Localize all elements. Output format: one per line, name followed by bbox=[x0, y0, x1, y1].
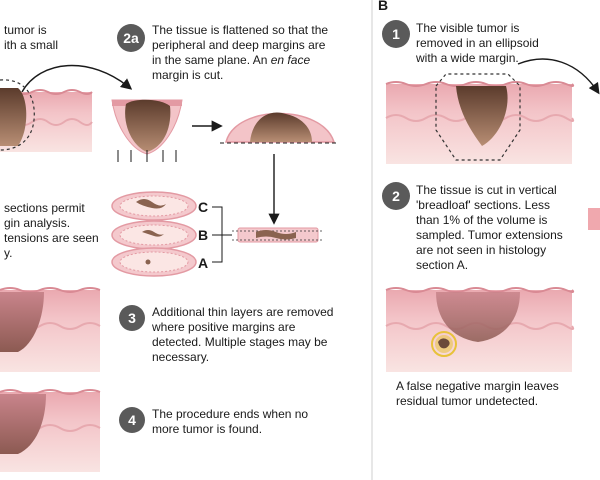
left-step3-badge: 3 bbox=[119, 305, 145, 331]
left-step3-line-3: detected. Multiple stages may be bbox=[152, 335, 328, 349]
layer-c-disc bbox=[111, 191, 197, 221]
residual-tumor-fragment bbox=[438, 338, 450, 349]
left-step2b-line-3: tensions are seen bbox=[4, 231, 99, 245]
right-residual-skin bbox=[385, 287, 575, 372]
left-step2a-line-3-italic: en face bbox=[271, 53, 311, 67]
left-step3-line-1: Additional thin layers are removed bbox=[152, 305, 333, 319]
left-excised-specimen bbox=[111, 99, 183, 162]
layer-a-label: A bbox=[198, 255, 208, 271]
panel-b-label: B bbox=[378, 0, 388, 13]
left-flattened-specimen bbox=[220, 112, 338, 144]
right-excision-cavity bbox=[436, 292, 520, 342]
left-step2b-line-1: sections permit bbox=[4, 201, 85, 215]
left-step3-text: Additional thin layers are removed where… bbox=[151, 305, 333, 364]
right-step2-badge: 2 bbox=[382, 182, 410, 210]
right-step2-text: The tissue is cut in vertical 'breadloaf… bbox=[416, 183, 563, 272]
right-caption-line-2: residual tumor undetected. bbox=[396, 394, 538, 408]
right-step1-badge-number: 1 bbox=[392, 26, 400, 42]
left-step4-pit bbox=[0, 394, 46, 454]
left-step2a-badge-number: 2a bbox=[123, 30, 139, 46]
left-step2a-line-3-start: in the same plane. An bbox=[152, 53, 271, 67]
left-step3-pit bbox=[0, 292, 44, 352]
left-step2a-badge: 2a bbox=[117, 24, 145, 52]
right-panel-b: B 1 The visible tumor is removed in an e… bbox=[378, 0, 600, 408]
right-step2-line-3: than 1% of the volume is bbox=[416, 213, 547, 227]
right-step2-line-5: are not seen in histology bbox=[416, 243, 546, 257]
right-caption-line-1: A false negative margin leaves bbox=[396, 379, 559, 393]
left-step4-badge-number: 4 bbox=[128, 412, 136, 428]
right-step1-line-2: removed in an ellipsoid bbox=[416, 36, 539, 50]
right-step1-tumor bbox=[456, 86, 508, 146]
layer-b-disc bbox=[111, 220, 197, 250]
left-step4-line-1: The procedure ends when no bbox=[152, 407, 308, 421]
left-step4-line-2: more tumor is found. bbox=[152, 422, 262, 436]
right-step2-line-6: section A. bbox=[416, 258, 468, 272]
right-step2-line-4: sampled. Tumor extensions bbox=[416, 228, 563, 242]
right-ellipsoid-outline bbox=[435, 73, 521, 161]
right-step2-badge-number: 2 bbox=[392, 188, 400, 204]
left-step4-text: The procedure ends when no more tumor is… bbox=[152, 407, 308, 436]
left-step2a-line-4: margin is cut. bbox=[152, 68, 223, 82]
left-step3-line-4: necessary. bbox=[152, 350, 209, 364]
left-step2a-line-3: in the same plane. An en face bbox=[152, 53, 310, 67]
left-step2b-line-2: gin analysis. bbox=[4, 216, 70, 230]
layer-b-label: B bbox=[198, 227, 208, 243]
left-step2b-line-4: y. bbox=[4, 246, 12, 260]
left-panel: tumor is ith a small 2a The tissue is fl… bbox=[0, 23, 338, 472]
layer-c-label: C bbox=[198, 199, 208, 215]
left-step4-skin bbox=[0, 389, 101, 472]
right-step1-badge: 1 bbox=[382, 20, 410, 48]
left-step2a-line-2: peripheral and deep margins are bbox=[152, 38, 326, 52]
left-curved-arrow bbox=[21, 64, 133, 93]
left-step1-line-2: ith a small bbox=[4, 38, 58, 52]
left-en-face-slice bbox=[232, 227, 322, 243]
left-stacked-layers: C B A bbox=[111, 191, 232, 277]
left-step1-tumor bbox=[0, 88, 27, 146]
right-step2-line-2: 'breadloaf' sections. Less bbox=[416, 198, 550, 212]
left-step1-line-1: tumor is bbox=[4, 23, 47, 37]
layer-a-disc bbox=[111, 247, 197, 277]
left-step2a-text: The tissue is flattened so that the peri… bbox=[152, 23, 328, 82]
left-step2b-text: sections permit gin analysis. tensions a… bbox=[4, 201, 99, 260]
left-step2a-line-1: The tissue is flattened so that the bbox=[152, 23, 328, 37]
left-step4-badge: 4 bbox=[119, 407, 145, 433]
right-step1-text: The visible tumor is removed in an ellip… bbox=[415, 21, 539, 65]
residual-tumor-highlight bbox=[431, 331, 457, 357]
right-step1-skin bbox=[385, 73, 575, 164]
right-step1-line-3: with a wide margin. bbox=[415, 51, 519, 65]
left-step1-text: tumor is ith a small bbox=[4, 23, 58, 52]
left-step1-skin bbox=[0, 79, 93, 152]
left-step3-skin bbox=[0, 287, 101, 372]
right-step1-line-1: The visible tumor is bbox=[416, 21, 519, 35]
right-edge-tissue-slab bbox=[588, 208, 600, 230]
right-curved-arrow bbox=[517, 58, 600, 95]
left-step1-excision-outline bbox=[0, 79, 35, 151]
right-step2-line-1: The tissue is cut in vertical bbox=[416, 183, 557, 197]
right-caption: A false negative margin leaves residual … bbox=[396, 379, 559, 408]
left-step3-badge-number: 3 bbox=[128, 310, 136, 326]
left-step3-line-2: where positive margins are bbox=[151, 320, 296, 334]
